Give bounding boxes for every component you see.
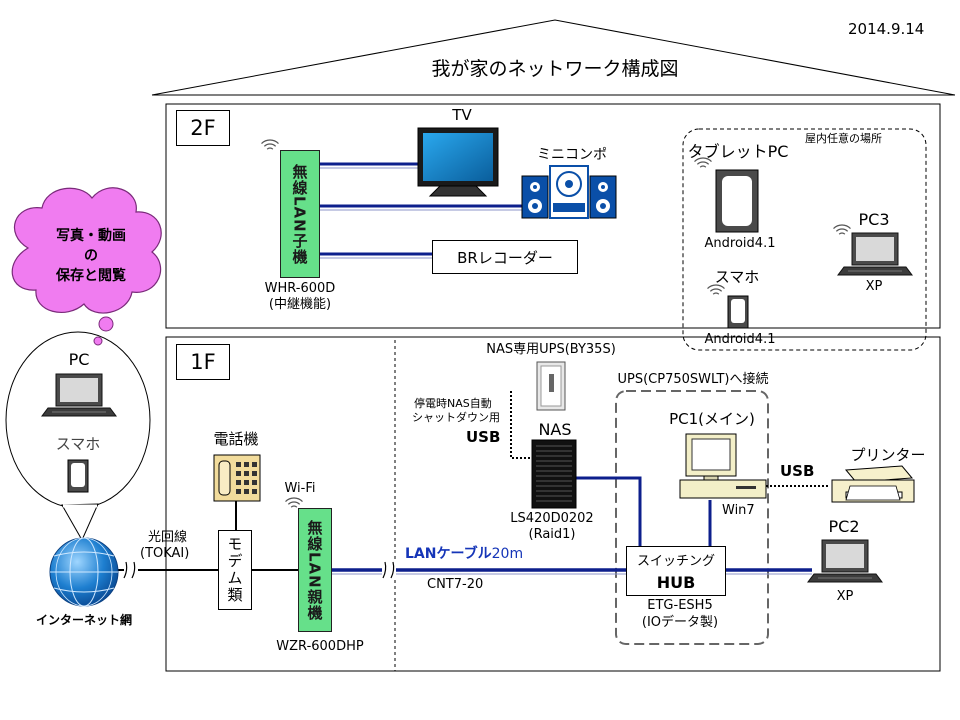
remote-pc-label: PC [68,350,90,369]
pc2-label: PC2 [828,517,860,536]
printer-label: プリンター [850,446,926,464]
printer-icon [831,465,915,503]
nas-raid-label: (Raid1) [528,527,576,542]
fiber-line-label: 光回線 [148,530,188,545]
lan-cable-name: LANケーブル [405,546,492,562]
ups-connect-label: UPS(CP750SWLT)へ接続 [617,372,769,387]
internet-label: インターネット網 [35,613,133,627]
cables-2f [318,162,522,259]
switching-hub-box: スイッチング HUB [626,546,726,596]
remote-phone-icon [67,459,89,493]
internet-globe-icon [49,537,119,607]
tv-icon [417,127,499,197]
tablet-label: タブレットPC [687,142,789,161]
wireless-lan-slave-note: (中継機能) [268,297,332,312]
phone-2f-os-label: Android4.1 [704,332,776,347]
lan-cable-label: LANケーブル20m [405,547,523,561]
tv-label: TV [452,106,472,124]
diagram-title: 我が家のネットワーク構成図 [431,58,679,80]
cloud-line-3: 保存と閲覧 [56,268,126,284]
nas-ups-label: NAS専用UPS(BY35S) [486,342,616,357]
wifi-label: Wi-Fi [284,481,316,496]
pc3-os-label: XP [865,279,883,294]
phone-2f-label: スマホ [714,268,760,286]
phone-2f-icon [727,295,749,329]
tablet-icon [715,169,759,233]
cloud-line-2: の [84,248,98,264]
cable-break-marks [123,560,396,580]
shutdown-note-line-2: シャットダウン用 [412,411,500,424]
nas-ups-icon [536,361,566,411]
nas-label: NAS [538,420,572,439]
anywhere-label: 屋内任意の場所 [805,132,882,145]
nas-icon [531,439,577,509]
wireless-lan-slave: 無線LAN子機 [280,150,320,278]
wireless-lan-slave-model: WHR-600D [264,281,336,296]
floor-label-2f: 2F [176,110,230,146]
wireless-lan-master: 無線LAN親機 [298,508,332,632]
mini-stereo-icon [521,165,617,219]
lan-cable-model: CNT7-20 [427,577,484,592]
usb-label-printer: USB [780,462,815,480]
tablet-os-label: Android4.1 [704,236,776,251]
pc2-os-label: XP [836,589,854,604]
house-roof [151,19,956,96]
shutdown-note-line-1: 停電時NAS自動 [414,397,492,410]
telephone-icon [213,454,261,502]
usb-label-nas: USB [466,428,501,446]
pc1-desktop-icon [679,433,767,499]
house-floor-1f [165,336,941,672]
pc1-os-label: Win7 [722,503,755,518]
mini-stereo-label: ミニコンポ [537,147,607,163]
floor-label-1f: 1F [176,344,230,380]
modem-box: モデム類 [218,530,252,610]
telephone-label: 電話機 [213,430,259,448]
date-label: 2014.9.14 [848,20,925,38]
hub-maker-label: (IOデータ製) [641,615,719,630]
pc3-laptop-icon [837,232,913,276]
anywhere-region [682,128,927,351]
pc3-label: PC3 [858,210,890,229]
bubble-tail [61,503,99,542]
lan-cable-length: 20m [491,546,524,562]
pc1-label: PC1(メイン) [669,410,755,428]
cloud-line-1: 写真・動画 [56,228,126,244]
wireless-lan-master-model: WZR-600DHP [276,639,364,654]
hub-line-1: スイッチング [636,554,715,569]
cloud-caption: 写真・動画 の 保存と閲覧 [24,226,158,286]
br-recorder-box: BRレコーダー [432,240,578,274]
hub-model-label: ETG-ESH5 [647,598,713,613]
thought-cloud [11,187,162,346]
fiber-provider-label: (TOKAI) [140,546,190,561]
remote-phone-label: スマホ [55,435,101,453]
ups-region [615,390,769,645]
pc2-laptop-icon [807,539,883,583]
hub-line-2: HUB [656,573,696,592]
house-floor-2f [165,103,941,329]
nas-model-label: LS420D0202 [510,511,594,526]
